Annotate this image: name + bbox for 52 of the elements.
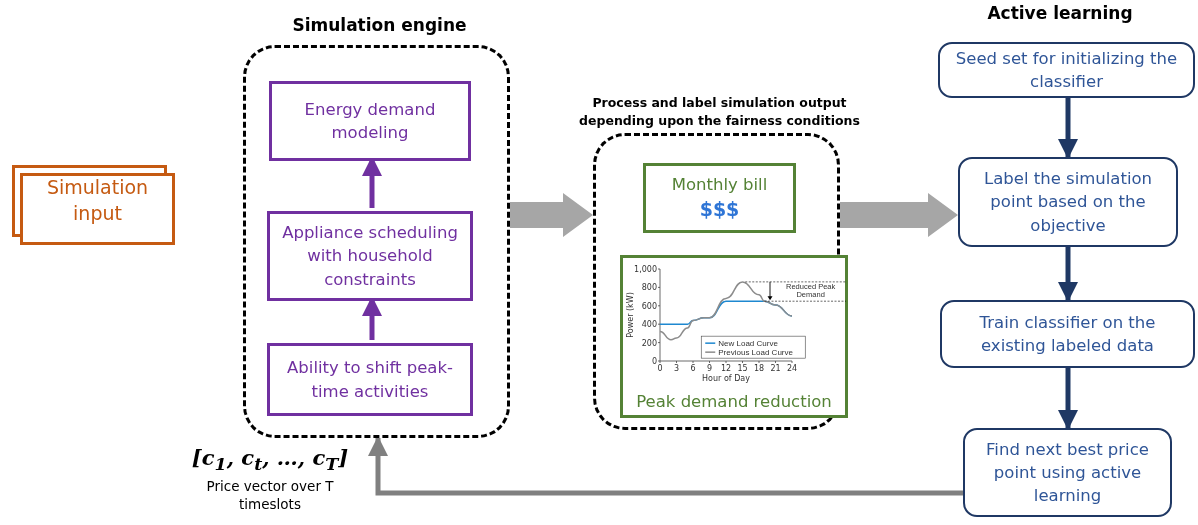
x-tick-label: 9 [706, 364, 713, 373]
x-tick-label: 6 [690, 364, 696, 373]
node-text: Label the simulation point based on the objective [982, 168, 1154, 237]
legend-label: New Load Curve [718, 339, 779, 349]
node-text: Energy demand modeling [303, 98, 437, 144]
y-tick-label: 0 [651, 357, 657, 366]
node-text: Ability to shift peak-time activities [286, 357, 454, 403]
chart-panel [620, 255, 848, 418]
step-box [958, 157, 1178, 247]
section-heading: Active learning [986, 2, 1134, 25]
legend-label: Previous Load Curve [718, 348, 794, 358]
result-box [643, 163, 796, 233]
node-text: Appliance scheduling with household constraints [281, 222, 459, 291]
x-tick-label: 18 [753, 364, 765, 373]
axis-title: Power (kW) [626, 292, 635, 338]
arrow [368, 436, 963, 496]
process-box [267, 343, 473, 416]
y-tick-label: 1,000 [634, 265, 657, 274]
group-heading: Simulation engine [291, 14, 468, 37]
value-text: $$$ [699, 197, 740, 223]
y-tick-label: 600 [641, 301, 657, 311]
axis-title: Hour of Day [702, 374, 750, 383]
arrow [1058, 98, 1078, 159]
x-tick-label: 12 [720, 364, 732, 373]
y-tick-label: 400 [641, 320, 657, 330]
process-box [269, 81, 471, 161]
node-text: Peak demand reduction [636, 390, 832, 413]
node-text: Simulation input [45, 175, 150, 226]
node-text: Monthly bill [671, 174, 768, 197]
node-text: Seed set for initializing the classifier [954, 47, 1179, 93]
x-tick-label: 21 [770, 364, 781, 373]
step-box [963, 428, 1172, 517]
group-heading: Process and label simulation output depending upon the fairness conditions [578, 94, 861, 129]
node-text: Find next best price point using active learning [985, 438, 1150, 508]
x-tick-label: 3 [673, 364, 680, 373]
arrow [1058, 368, 1078, 430]
x-axis: 0 3 6 9 12 15 18 21 24 [657, 360, 798, 373]
x-tick-label: 0 [657, 364, 663, 373]
step-box [938, 42, 1195, 98]
step-box [940, 300, 1195, 368]
arrow [1058, 247, 1078, 302]
block-arrow [840, 193, 958, 237]
math-vector: [c$_{1}$, c$_{t}$, …, c$_{T}$] [190, 444, 350, 476]
process-box [267, 211, 473, 301]
stacked-input-box [12, 165, 175, 247]
x-tick-label: 24 [786, 364, 798, 373]
y-tick-label: 200 [641, 338, 657, 348]
y-tick-label: 800 [641, 283, 657, 293]
node-text: Train classifier on the existing labeled data [978, 311, 1157, 357]
block-arrow [510, 193, 593, 237]
note-text: Price vector over T timeslots [205, 478, 335, 514]
x-tick-label: 15 [737, 364, 748, 373]
